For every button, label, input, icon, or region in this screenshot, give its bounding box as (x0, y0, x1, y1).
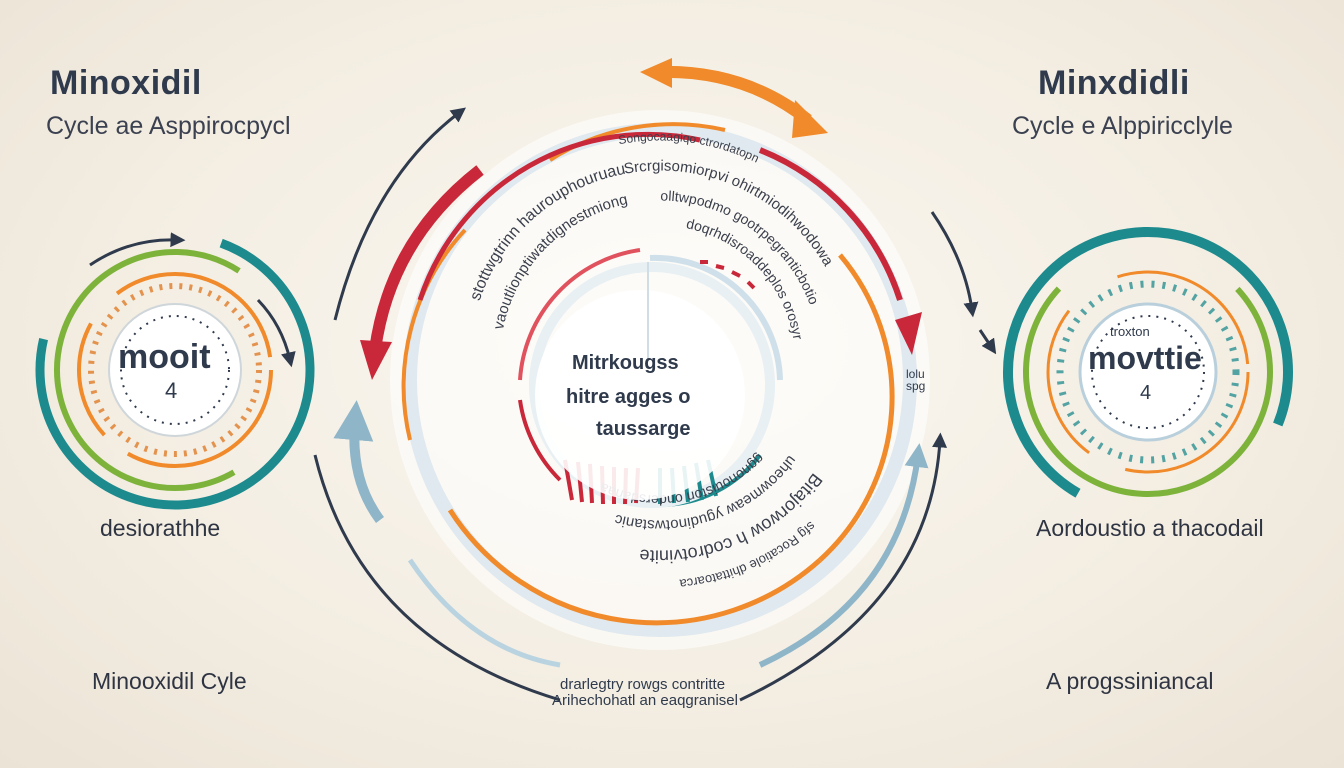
right-cycle (930, 211, 1293, 517)
red-arc-top-left (417, 131, 701, 301)
center-line-2: hitre agges o (566, 386, 691, 408)
lightblue-arrow-right (758, 443, 929, 668)
red-arc-top-right (758, 147, 903, 301)
right-small-arrow (978, 329, 997, 355)
right-badge-label: movttie (1088, 340, 1202, 376)
left-badge-number: 4 (165, 378, 178, 403)
right-subtitle: Cycle e Alppiricclyle (1012, 112, 1233, 140)
red-arrow-right-head (895, 312, 922, 355)
left-outer-ring (35, 230, 315, 510)
orange-arc-right (818, 253, 895, 562)
right-caption: Aordoustio a thacodail (1036, 515, 1264, 541)
red-inner-arc-2 (518, 399, 562, 482)
left-title: Minoxidil (50, 64, 202, 102)
red-dashes-top (700, 260, 756, 290)
right-outer-ring (1003, 227, 1293, 517)
right-title: Minxdidli (1038, 64, 1190, 102)
orange-top-arrow-head (792, 100, 828, 138)
left-green-ring (53, 249, 296, 491)
center-line-1: Mitrkougss (572, 352, 679, 374)
left-subtitle: Cycle ae Asppirocpycl (46, 112, 291, 140)
left-right-arrow (256, 298, 296, 368)
center-outer-light-ring (403, 123, 917, 637)
left-badge (108, 303, 242, 437)
left-caption: desiorathhe (100, 515, 221, 541)
orange-top-arrow-tail (640, 58, 672, 88)
bottom-line-1: drarlegtry rowgs contritte (560, 676, 726, 693)
left-cycle (35, 230, 315, 510)
bottom-line-2: Arihechohatl an eaqgranisel (552, 692, 738, 709)
right-badge-dots (1091, 315, 1205, 429)
navy-arc-bottom-left (313, 454, 561, 702)
orange-arc-bottom (447, 508, 822, 626)
navy-arc-top-left (333, 107, 466, 321)
inner-light-ring (529, 262, 775, 508)
orange-top-arrow (659, 65, 812, 125)
right-orange-ring (1046, 270, 1250, 474)
right-green-ring (1023, 246, 1273, 497)
lightblue-arrow-bottom (407, 558, 561, 668)
lightblue-arc-top (649, 254, 783, 381)
center-side-label: lolu spg (906, 367, 926, 393)
red-arrow-left (369, 165, 484, 351)
right-badge-number: 4 (1140, 382, 1152, 404)
center-line-3: taussarge (596, 418, 691, 440)
left-badge-label: mooit (118, 338, 211, 376)
left-footer: Minooxidil Cyle (92, 668, 247, 694)
lightblue-arrow-left (333, 400, 385, 523)
right-confetti-ring (1056, 280, 1240, 464)
navy-arc-bottom-right (739, 432, 948, 702)
right-badge (1078, 302, 1218, 442)
left-top-arrow (89, 232, 186, 267)
center-cycle: sfg Rocatiole dhittatoarca Bitajorwow h … (313, 58, 948, 702)
orange-arc-left (401, 228, 467, 441)
center-disc (535, 290, 745, 500)
right-footer: A progssiniancal (1046, 668, 1214, 694)
right-badge-tag: troxton (1110, 324, 1150, 339)
red-inner-arc (518, 248, 641, 381)
left-badge-dots (120, 315, 230, 425)
left-confetti-ring (88, 283, 262, 457)
left-orange-ring (77, 272, 273, 468)
red-arrow-left-head (360, 340, 392, 380)
right-left-arrow (930, 211, 979, 318)
